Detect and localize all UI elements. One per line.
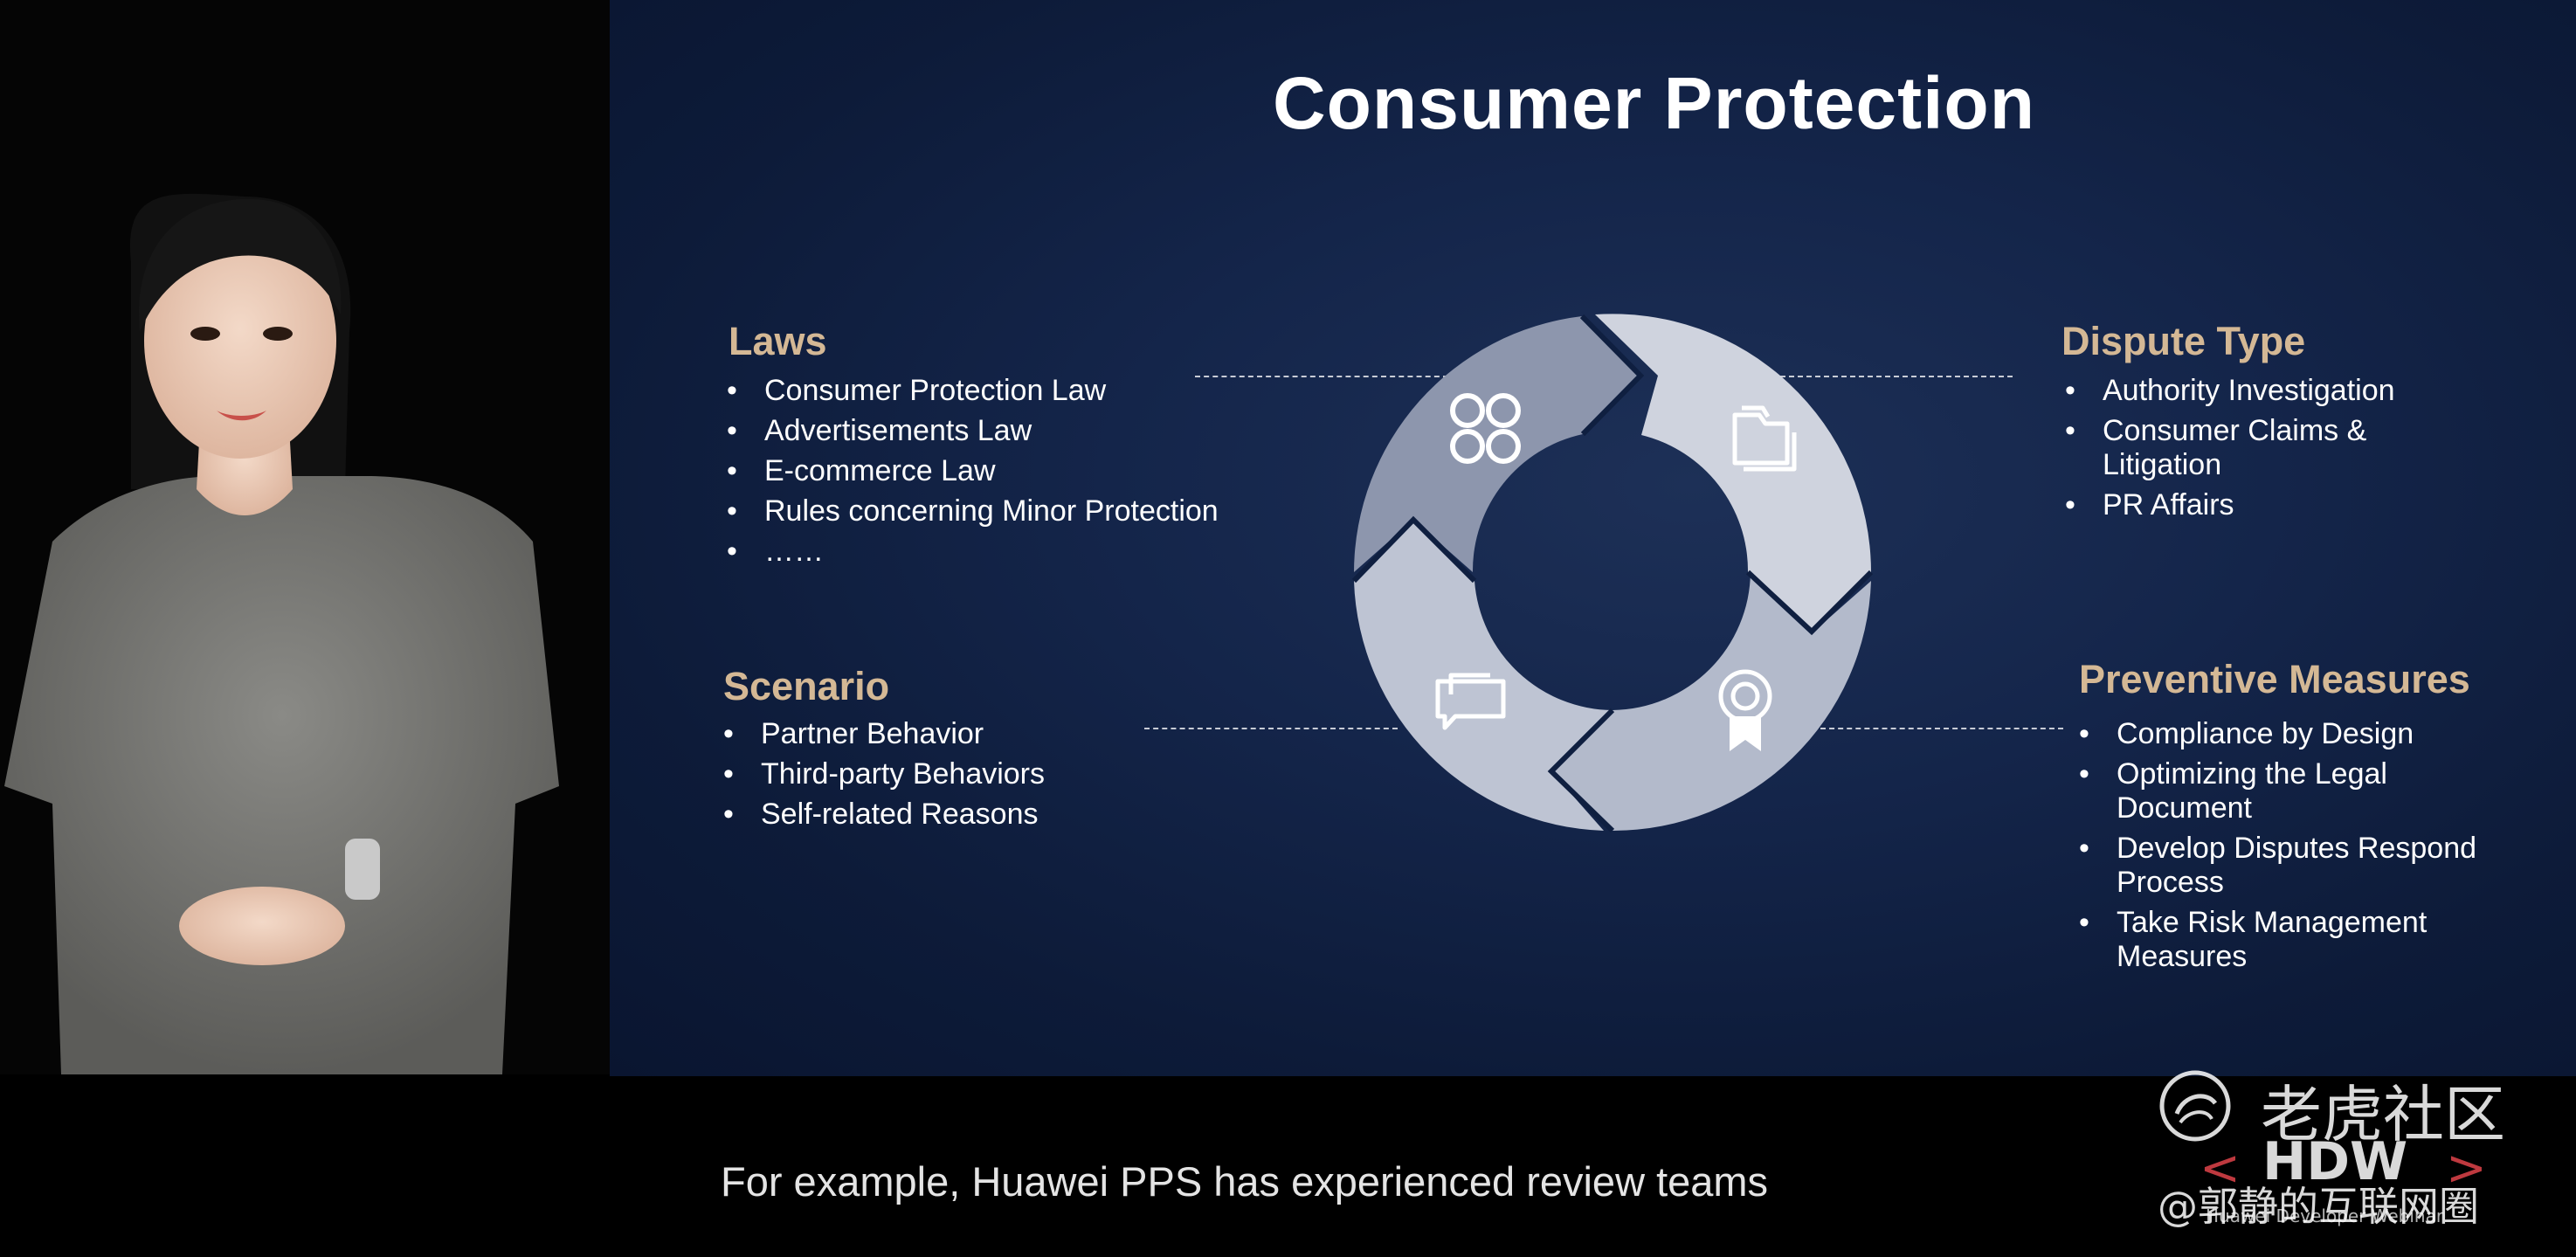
presenter-figure	[4, 193, 559, 1074]
folder-icon	[1732, 405, 1797, 472]
award-badge-icon	[1718, 669, 1772, 751]
laws-item: ……	[727, 535, 1219, 569]
scenario-item: Self-related Reasons	[723, 798, 1045, 832]
laws-leader-line	[1195, 376, 1448, 377]
tiger-logo-icon	[2159, 1070, 2231, 1142]
dispute-type-leader-line	[1771, 376, 2013, 377]
video-subtitle: For example, Huawei PPS has experienced …	[721, 1158, 1769, 1205]
watermark-tagline: Huawei Developer Webinar	[2206, 1205, 2444, 1226]
preventive-measures-heading: Preventive Measures	[2079, 657, 2470, 701]
dispute-type-item: Authority Investigation	[2065, 374, 2449, 408]
channel-watermark: 老虎社区 HDW < > Huawei Developer Webinar @郭…	[2149, 1061, 2568, 1236]
cycle-diagram	[1351, 314, 1874, 833]
watermark-brand-cn: 老虎社区	[2261, 1079, 2505, 1150]
scenario-list: Partner Behavior Third-party Behaviors S…	[723, 717, 1045, 838]
slide-title: Consumer Protection	[1272, 62, 2036, 144]
laws-list: Consumer Protection Law Advertisements L…	[727, 374, 1219, 575]
chat-bubbles-icon	[1435, 673, 1506, 730]
dispute-type-item: Consumer Claims & Litigation	[2065, 414, 2449, 482]
preventive-measures-item: Compliance by Design	[2079, 717, 2498, 751]
presentation-slide: Consumer Protection Laws Consumer Protec…	[610, 0, 2576, 1076]
preventive-measures-item: Optimizing the Legal Document	[2079, 757, 2498, 825]
cycle-segment-top-right	[1595, 314, 1871, 632]
apps-grid-icon	[1450, 393, 1521, 464]
watermark-left-chevron: <	[2200, 1140, 2241, 1197]
watermark-right-chevron: >	[2446, 1140, 2487, 1197]
laws-item: E-commerce Law	[727, 454, 1219, 488]
presenter-video	[0, 0, 610, 1074]
laws-item: Rules concerning Minor Protection	[727, 494, 1219, 528]
scenario-heading: Scenario	[723, 664, 890, 708]
watermark-brand-en: HDW	[2262, 1131, 2408, 1192]
watermark-account: @郭静的互联网圈	[2158, 1183, 2479, 1230]
scenario-leader-line	[1144, 728, 1398, 729]
scenario-item: Third-party Behaviors	[723, 757, 1045, 791]
dispute-type-item: PR Affairs	[2065, 488, 2449, 522]
preventive-measures-leader-line	[1820, 728, 2063, 729]
laws-item: Advertisements Law	[727, 414, 1219, 448]
dispute-type-list: Authority Investigation Consumer Claims …	[2065, 374, 2449, 528]
preventive-measures-item: Develop Disputes Respond Process	[2079, 832, 2498, 900]
scenario-item: Partner Behavior	[723, 717, 1045, 751]
preventive-measures-item: Take Risk Management Measures	[2079, 906, 2498, 974]
cycle-segment-bottom-right	[1551, 572, 1871, 831]
laws-heading: Laws	[729, 319, 827, 363]
preventive-measures-list: Compliance by Design Optimizing the Lega…	[2079, 717, 2498, 980]
dispute-type-heading: Dispute Type	[2061, 319, 2306, 363]
cycle-segment-top-left	[1354, 316, 1640, 572]
laws-item: Consumer Protection Law	[727, 374, 1219, 408]
